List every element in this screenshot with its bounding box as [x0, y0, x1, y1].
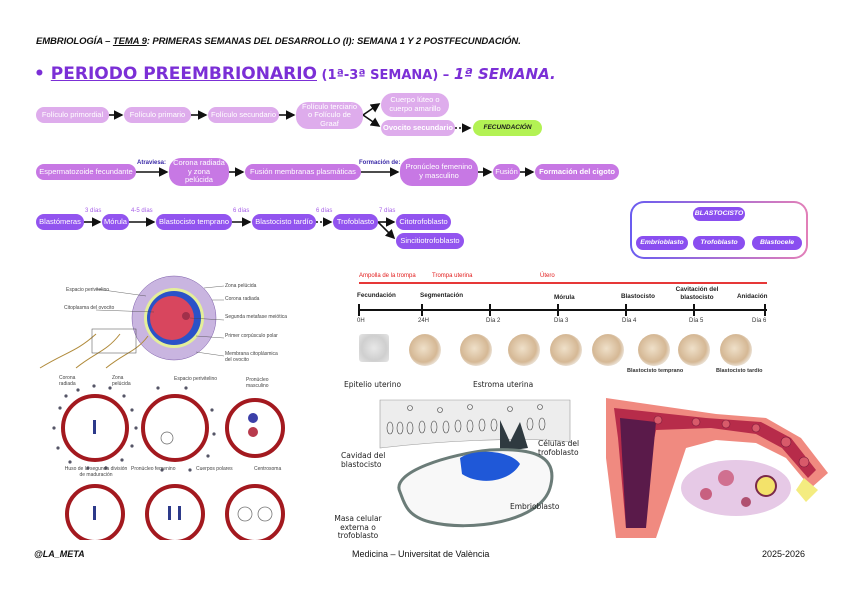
label-pronucleo-masculino: Pronúcleo masculino: [246, 377, 269, 389]
event-blastocisto: Blastocisto: [621, 293, 655, 300]
document-header: EMBRIOLOGÍA – TEMA 9: PRIMERAS SEMANAS D…: [36, 36, 521, 47]
node-foliculo-terciario: Folículo terciario o Folículo de Graaf: [296, 102, 363, 129]
node-foliculo-primario: Folículo primario: [124, 107, 191, 123]
label-masa-celular: Masa celular externa o trofoblasto: [334, 514, 382, 541]
header-rest: : PRIMERAS SEMANAS DEL DESARROLLO (I): S…: [146, 36, 521, 47]
node-pronucleos: Pronúcleo femenino y masculino: [400, 158, 478, 186]
node-fusion: Fusión: [493, 164, 520, 180]
section-title: • PERIODO PREEMBRIONARIO (1ª-3ª SEMANA) …: [34, 64, 556, 84]
label-espacio-perivitelino-2: Espacio perivitelino: [174, 376, 218, 382]
event-fecundacion: Fecundación: [357, 292, 396, 299]
node-blastocisto-temprano: Blastocisto temprano: [156, 214, 232, 230]
node-blastocisto-root: BLASTOCISTO: [693, 207, 745, 221]
embryo-image-zygote: [359, 334, 389, 362]
arrow: [377, 221, 396, 240]
node-sincitiotrofoblasto: Sincitiotrofoblasto: [396, 233, 464, 249]
time-dia-5: Día 5: [689, 318, 704, 324]
node-embrioblasto: Embrioblasto: [636, 236, 688, 250]
label-membrana: Membrana citoplásmica del ovocito: [225, 351, 278, 363]
label-3-dias: 3 días: [85, 208, 102, 214]
label-cavidad-blastocisto: Cavidad del blastocisto: [341, 451, 386, 469]
location-utero: Útero: [540, 273, 555, 279]
label-zona-pelucida-2: Zona pelúcida: [112, 375, 131, 387]
title-main: PERIODO PREEMBRIONARIO: [50, 64, 317, 84]
time-dia-4: Día 4: [622, 318, 637, 324]
label-formacion-de: Formación de:: [359, 160, 401, 166]
node-morula: Mórula: [102, 214, 129, 230]
node-trofoblasto: Trofoblasto: [333, 214, 378, 230]
figure-ovocito-corona: [39, 275, 225, 369]
node-blastocele: Blastocele: [752, 236, 802, 250]
footer-institution: Medicina – Universitat de València: [352, 549, 490, 559]
time-24h: 24H: [418, 318, 430, 324]
node-blastocisto-tardio: Blastocisto tardío: [252, 214, 316, 230]
event-anidacion: Anidación: [737, 293, 768, 300]
label-corona-radiada-2: Corona radiada: [59, 375, 76, 387]
header-tema: TEMA 9: [112, 36, 147, 47]
caption-blastocisto-temprano: Blastocisto temprano: [627, 368, 684, 374]
figure-implantacion: [379, 399, 571, 528]
title-range: (1ª-3ª SEMANA) –: [317, 68, 454, 83]
node-blastomeras: Blastómeras: [36, 214, 84, 230]
figure-fecundacion-stages: [52, 384, 285, 540]
figure-utero-ovario: [606, 398, 828, 538]
embryo-image-morula: [592, 334, 624, 366]
time-dia-2: Día 2: [486, 318, 501, 324]
footer-year: 2025-2026: [762, 549, 806, 559]
node-foliculo-primordial: Folículo primordial: [36, 107, 109, 123]
arrow: [362, 114, 381, 127]
event-morula: Mórula: [554, 294, 575, 301]
node-citotrofoblasto: Citotrofoblasto: [396, 214, 451, 230]
embryo-image-8cell: [508, 334, 540, 366]
label-espacio-perivitelino: Espacio perivitelino: [66, 287, 110, 293]
label-corona-radiada: Corona radiada: [225, 296, 260, 302]
title-bullet: •: [34, 64, 45, 84]
location-ampolla: Ampolla de la trompa: [359, 273, 416, 279]
embryo-image-2cell: [409, 334, 441, 366]
label-huso: Huso de la segunda división de maduració…: [64, 466, 128, 478]
label-estroma-uterina: Estroma uterina: [473, 380, 534, 389]
label-zona-pelucida: Zona pelúcida: [225, 283, 257, 289]
embryo-image-early-blastocyst: [638, 334, 670, 366]
node-foliculo-secundario: Folículo secundario: [208, 107, 279, 123]
time-0h: 0H: [357, 318, 365, 324]
time-dia-6: Día 6: [752, 318, 767, 324]
time-dia-3: Día 3: [554, 318, 569, 324]
event-cavitacion: Cavitación del blastocisto: [675, 286, 719, 301]
footer-author: @LA_META: [34, 549, 85, 559]
label-embrioblasto: Embrioblasto: [510, 502, 560, 511]
arrow: [362, 103, 381, 116]
label-segunda-metafase: Segunda metafase meiótica: [225, 314, 287, 320]
embryo-image-16cell: [550, 334, 582, 366]
node-formacion-cigoto: Formación del cigoto: [535, 164, 619, 180]
label-6-dias-b: 6 días: [316, 208, 333, 214]
embryo-image-blastocyst: [678, 334, 710, 366]
label-primer-corpusculo: Primer corpúsculo polar: [225, 333, 278, 339]
node-cuerpo-luteo: Cuerpo lúteo o cuerpo amarillo: [381, 93, 449, 117]
node-ovocito-secundario: Ovocito secundario: [381, 120, 455, 136]
header-prefix: EMBRIOLOGÍA –: [36, 36, 113, 47]
caption-blastocisto-tardio: Blastocisto tardío: [716, 368, 763, 374]
label-cuerpos-polares: Cuerpos polares: [196, 466, 233, 472]
label-citoplasma: Citoplasma del ovocito: [64, 305, 115, 311]
event-segmentacion: Segmentación: [420, 292, 464, 299]
label-celulas-trofoblasto: Células del trofoblasto: [538, 439, 580, 457]
node-fusion-membranas: Fusión membranas plasmáticas: [245, 164, 361, 180]
title-week: 1ª SEMANA.: [453, 65, 556, 83]
label-4-5-dias: 4-5 días: [131, 208, 153, 214]
label-atraviesa: Atraviesa:: [137, 160, 167, 166]
label-6-dias-a: 6 días: [233, 208, 250, 214]
embryo-image-late-blastocyst: [720, 334, 752, 366]
label-centrosoma: Centrosoma: [254, 466, 282, 472]
node-trofoblasto-b: Trofoblasto: [693, 236, 745, 250]
node-fecundacion: FECUNDACIÓN: [473, 120, 542, 136]
location-trompa: Trompa uterina: [432, 273, 473, 279]
embryo-image-4cell: [460, 334, 492, 366]
label-pronucleo-femenino: Pronúcleo femenino: [131, 466, 176, 472]
node-espermatozoide: Espermatozoide fecundante: [36, 164, 136, 180]
node-corona-radiada: Corona radiada y zona pelúcida: [169, 158, 229, 186]
label-epitelio-uterino: Epitelio uterino: [344, 380, 402, 389]
label-7-dias: 7 días: [379, 208, 396, 214]
